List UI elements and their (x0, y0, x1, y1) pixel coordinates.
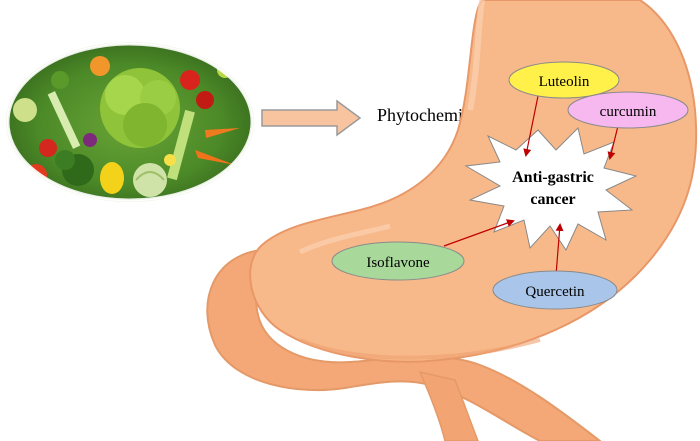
arrow-curcumin (607, 125, 619, 160)
vegetables-image (6, 42, 254, 202)
isoflavone-node: Isoflavone (331, 241, 465, 281)
center-label-line1: Anti-gastric (512, 169, 594, 186)
quercetin-label: Quercetin (525, 284, 585, 300)
curcumin-node: curcumin (567, 91, 689, 129)
pointer-arrows (443, 95, 619, 276)
luteolin-node: Luteolin (508, 61, 620, 99)
center-label-line2: cancer (530, 191, 575, 208)
arrow-luteolin (523, 95, 539, 157)
arrow-quercetin (555, 223, 564, 276)
curcumin-label: curcumin (600, 104, 657, 120)
quercetin-node: Quercetin (492, 270, 618, 310)
arrow-isoflavone (443, 219, 515, 247)
stomach-illustration (206, 0, 698, 441)
luteolin-label: Luteolin (539, 74, 590, 90)
isoflavone-label: Isoflavone (366, 255, 430, 271)
block-arrow-right (261, 99, 362, 137)
